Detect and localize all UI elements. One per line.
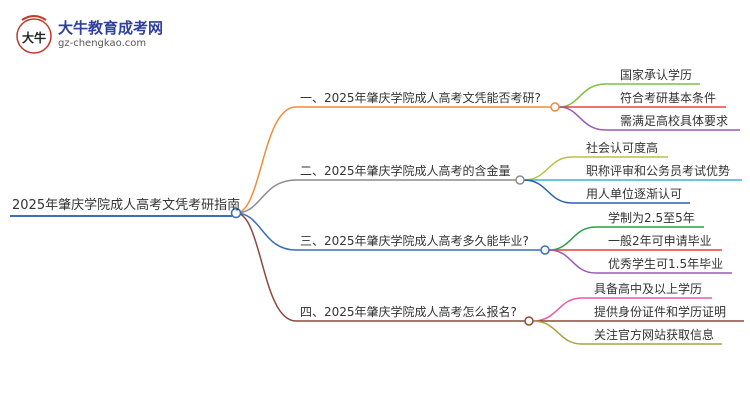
leaf-label: 符合考研基本条件 bbox=[620, 91, 717, 105]
root-label: 2025年肇庆学院成人高考文凭考研指南 bbox=[12, 198, 241, 213]
logo-title: 大牛教育成考网 bbox=[58, 19, 164, 37]
logo-mark-text: 大牛 bbox=[22, 30, 46, 45]
branch-2-node bbox=[515, 175, 525, 185]
branch-label: 二、2025年肇庆学院成人高考的含金量 bbox=[300, 164, 511, 178]
branch-label: 四、2025年肇庆学院成人高考怎么报名? bbox=[300, 305, 517, 319]
branch-label: 一、2025年肇庆学院成人高考文凭能否考研? bbox=[300, 91, 541, 105]
leaf-label: 具备高中及以上学历 bbox=[594, 282, 703, 296]
logo-url: gz-chengkao.com bbox=[58, 38, 147, 49]
leaf-label: 国家承认学历 bbox=[620, 68, 693, 82]
branch-4-node bbox=[524, 316, 534, 326]
leaf-label: 提供身份证件和学历证明 bbox=[594, 305, 727, 319]
leaf-label: 关注官方网站获取信息 bbox=[594, 328, 715, 342]
leaf-label: 需满足高校具体要求 bbox=[620, 114, 729, 128]
branch-4-connector bbox=[235, 212, 297, 322]
leaf-label: 优秀学生可1.5年毕业 bbox=[608, 257, 724, 271]
branch-2-connector bbox=[235, 179, 297, 214]
branch-1-node bbox=[550, 102, 560, 112]
leaf-label: 一般2年可申请毕业 bbox=[608, 234, 712, 248]
branch-label: 三、2025年肇庆学院成人高考多久能毕业? bbox=[300, 234, 529, 248]
leaf-label: 用人单位逐渐认可 bbox=[586, 187, 683, 201]
logo: 大牛 大牛教育成考网 gz-chengkao.com bbox=[14, 14, 174, 56]
root-node bbox=[230, 207, 242, 219]
branch-3-connector bbox=[235, 212, 297, 251]
branch-3-node bbox=[540, 245, 550, 255]
leaf-label: 社会认可度高 bbox=[586, 141, 659, 155]
logo-mark-icon: 大牛 bbox=[16, 15, 52, 54]
branch-1-connector bbox=[235, 106, 297, 214]
leaf-label: 职称评审和公务员考试优势 bbox=[586, 164, 731, 178]
leaf-label: 学制为2.5至5年 bbox=[608, 211, 695, 225]
